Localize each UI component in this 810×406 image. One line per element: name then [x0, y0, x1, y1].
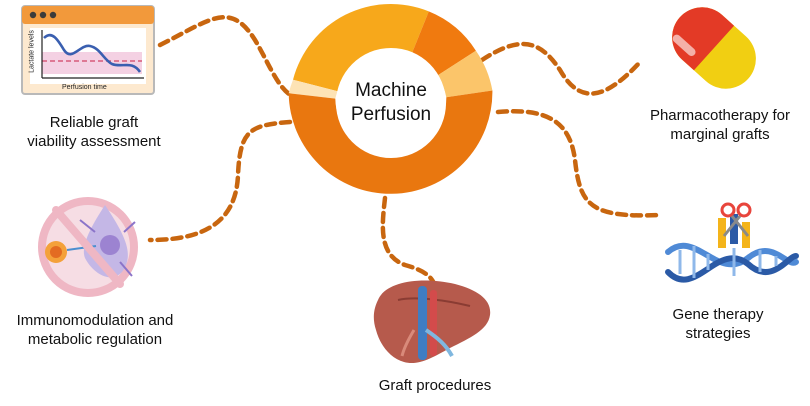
- label-immuno: Immunomodulation and metabolic regulatio…: [2, 311, 188, 349]
- machine-perfusion-ring: [288, 3, 493, 194]
- lactate-chart-window-icon: [21, 5, 155, 95]
- connector-pharma: [479, 41, 643, 96]
- connector-gene: [495, 109, 663, 218]
- connector-viability: [157, 15, 301, 101]
- center-title-line2: Perfusion: [350, 104, 432, 125]
- label-gene-line1: Gene therapy: [672, 306, 764, 323]
- label-viability-line1: Reliable graft: [49, 114, 139, 131]
- connector-immuno: [147, 119, 293, 243]
- label-graft-line1: Graft procedures: [378, 377, 492, 394]
- ring-segment-orange: [411, 11, 476, 76]
- ring-segment-top: [293, 3, 429, 92]
- ring-segment-pale: [288, 79, 338, 99]
- label-gene-line2: strategies: [685, 325, 751, 342]
- connector-graft: [380, 195, 440, 298]
- center-title: Machine Perfusion: [331, 79, 451, 127]
- label-immuno-line1: Immunomodulation and: [16, 312, 174, 329]
- immune-cell-prohibited-icon: [38, 197, 138, 297]
- label-pharma-line1: Pharmacotherapy for: [649, 107, 791, 124]
- label-gene: Gene therapy strategies: [648, 305, 788, 343]
- center-title-line1: Machine: [355, 80, 427, 101]
- ring-segment-main: [288, 90, 493, 194]
- liver-icon: [373, 280, 491, 364]
- label-immuno-line2: metabolic regulation: [27, 331, 163, 348]
- ring-segment-light: [437, 50, 493, 98]
- label-pharma-line2: marginal grafts: [670, 126, 770, 143]
- dna-scissors-icon: [665, 202, 799, 283]
- capsule-pill-icon: [672, 7, 756, 89]
- label-viability: Reliable graft viability assessment: [8, 113, 180, 151]
- chart-ylabel: Lactate levels: [28, 30, 36, 73]
- label-pharma: Pharmacotherapy for marginal grafts: [640, 106, 800, 144]
- chart-xlabel: Perfusion time: [62, 84, 107, 91]
- label-viability-line2: viability assessment: [27, 133, 161, 150]
- label-graft: Graft procedures: [355, 376, 515, 395]
